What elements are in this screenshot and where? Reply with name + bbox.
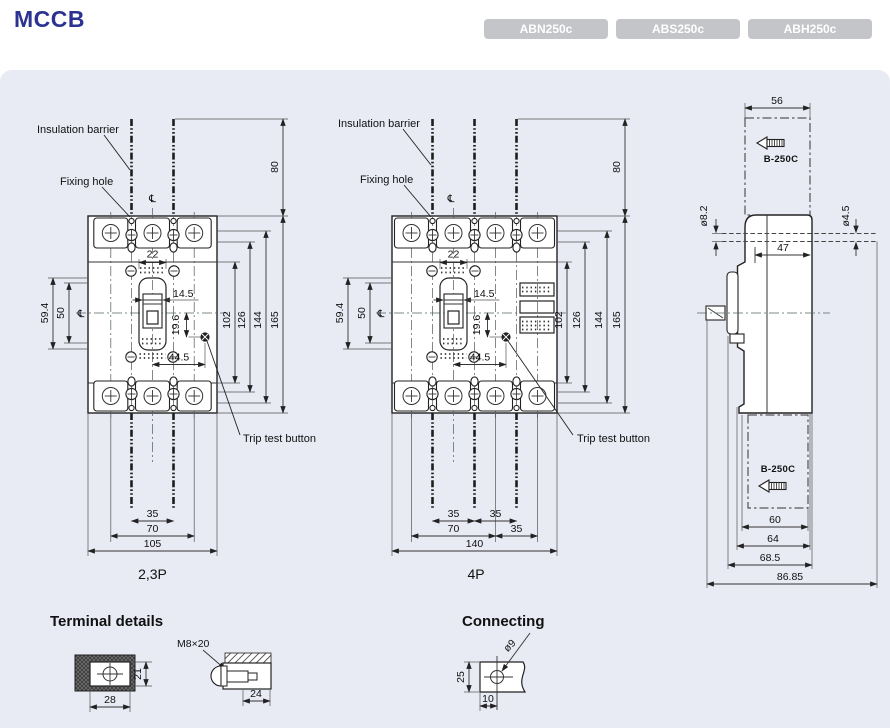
dim-165: 165 [611, 311, 623, 329]
dim-22: 22 [448, 249, 460, 261]
dim-21: 21 [132, 668, 144, 680]
centerline-symbol: ℄ [377, 308, 385, 320]
terminal-pad [477, 380, 514, 412]
dim-25: 25 [455, 671, 467, 683]
dim-35: 35 [147, 508, 159, 520]
centerline-symbol: ℄ [447, 193, 455, 205]
dim-14-5: 14.5 [474, 288, 495, 300]
dim-60: 60 [769, 514, 781, 526]
technical-drawing-canvas: ℄ ℄ 80 22 14.5 19.6 44.5 59.4 50 102 [37, 95, 878, 712]
drawing-panel: ℄ ℄ 80 22 14.5 19.6 44.5 59.4 50 102 [0, 70, 890, 728]
dim-44-5: 44.5 [470, 352, 491, 364]
dim-102: 102 [553, 311, 565, 329]
terminal-pad [519, 380, 556, 412]
barrier-zone-outline [747, 414, 809, 509]
dim-4-5: ø4.5 [840, 205, 852, 226]
dim-68-5: 68.5 [760, 552, 781, 564]
mounting-surface-hatch [224, 652, 272, 664]
tab-abn250c[interactable]: ABN250c [484, 19, 608, 39]
insulation-barrier-label: Insulation barrier [338, 118, 420, 130]
terminal-details-heading: Terminal details [50, 613, 163, 630]
terminal-pad [435, 217, 472, 249]
dim-44-5: 44.5 [169, 352, 190, 364]
dim-14-5: 14.5 [173, 288, 194, 300]
left-arrow-icon [758, 479, 787, 493]
connecting-heading: Connecting [462, 613, 545, 630]
bolt-size-label: M8×20 [177, 638, 210, 650]
dim-35: 35 [511, 523, 523, 535]
terminal-pad [134, 217, 171, 249]
dim-8-2: ø8.2 [698, 205, 710, 226]
dim-105: 105 [144, 538, 162, 550]
dim-47: 47 [777, 242, 789, 254]
terminal-pad [134, 380, 171, 412]
tab-abh250c[interactable]: ABH250c [748, 19, 872, 39]
terminal-pad [93, 380, 129, 412]
dim-35: 35 [490, 508, 502, 520]
dim-165: 165 [269, 311, 281, 329]
terminal-pad [435, 380, 472, 412]
header: MCCB ABN250c ABS250c ABH250c [0, 0, 890, 70]
dim-19-6: 19.6 [471, 315, 483, 336]
dim-64: 64 [767, 533, 779, 545]
centerline-symbol: ℄ [77, 308, 85, 320]
handle-zone-outline [744, 117, 811, 216]
fixing-hole-label: Fixing hole [60, 176, 113, 188]
dim-80: 80 [269, 161, 281, 173]
dim-80: 80 [611, 161, 623, 173]
front-view-4p: ℄ ℄ 80 22 14.5 19.6 44.5 59.4 50 102 [334, 118, 650, 582]
dim-140: 140 [466, 538, 484, 550]
dim-126: 126 [236, 311, 248, 329]
terminal-pad [477, 217, 514, 249]
front-view-2-3p: ℄ ℄ 80 22 14.5 19.6 44.5 59.4 50 102 [37, 118, 316, 582]
dim-24: 24 [250, 688, 262, 700]
terminal-pad [176, 217, 212, 249]
centerline-symbol: ℄ [148, 193, 156, 205]
dim-126: 126 [571, 311, 583, 329]
dim-102: 102 [221, 311, 233, 329]
view-caption-2-3p: 2,3P [138, 566, 167, 582]
handle-lever [726, 271, 739, 335]
dim-35: 35 [448, 508, 460, 520]
tab-abs250c[interactable]: ABS250c [616, 19, 740, 39]
dim-19-6: 19.6 [170, 315, 182, 336]
dim-144: 144 [252, 311, 264, 329]
dim-70: 70 [147, 523, 159, 535]
trip-test-button-label: Trip test button [577, 433, 650, 445]
terminal-pad [519, 217, 556, 249]
terminal-details: Terminal details 21 28 M8×20 [50, 613, 272, 712]
page-title: MCCB [14, 6, 85, 32]
side-view: 56 B-250C ø8.2 ø4.5 47 B-250C [697, 95, 878, 588]
dim-22: 22 [147, 249, 159, 261]
dim-144: 144 [593, 311, 605, 329]
insulation-barrier-label: Insulation barrier [37, 124, 119, 136]
dim-10: 10 [482, 693, 494, 705]
dim-50: 50 [55, 307, 67, 319]
trip-test-button-label: Trip test button [243, 433, 316, 445]
dim-56: 56 [771, 95, 783, 107]
dim-86-85: 86.85 [777, 571, 803, 583]
neutral-pole-window [519, 282, 555, 334]
breaker-side-profile [736, 214, 813, 414]
dim-59-4: 59.4 [334, 303, 346, 324]
terminal-pad [393, 380, 430, 412]
left-arrow-icon [756, 136, 785, 150]
terminal-pad [93, 217, 129, 249]
terminal-pad [176, 380, 212, 412]
dim-50: 50 [356, 307, 368, 319]
dim-28: 28 [104, 694, 116, 706]
terminal-pad [393, 217, 430, 249]
product-marking: B-250C [764, 154, 799, 165]
view-caption-4p: 4P [467, 566, 484, 582]
dim-59-4: 59.4 [39, 303, 51, 324]
product-marking: B-250C [761, 464, 796, 475]
bolt-head [210, 665, 222, 687]
dim-70: 70 [448, 523, 460, 535]
fixing-hole-label: Fixing hole [360, 174, 413, 186]
connecting-detail: Connecting ø9 25 10 [455, 613, 545, 711]
